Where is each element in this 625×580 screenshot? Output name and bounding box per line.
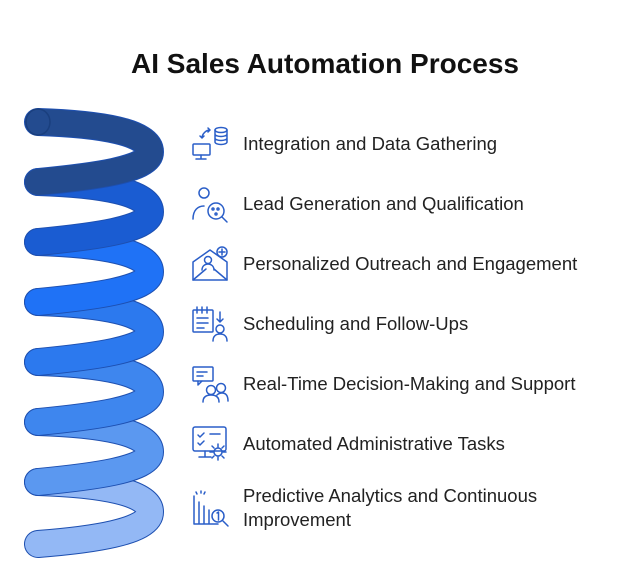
step-item: Real-Time Decision-Making and Support	[190, 364, 620, 404]
spiral-end-cap	[25, 108, 51, 136]
step-label: Automated Administrative Tasks	[243, 433, 505, 454]
step-item: Integration and Data Gathering	[190, 124, 620, 164]
data-integration-icon	[192, 126, 228, 160]
step-item: Predictive Analytics and Continuous Impr…	[190, 484, 620, 532]
step-label: Lead Generation and Qualification	[243, 193, 524, 214]
step-label: Personalized Outreach and Engagement	[243, 253, 578, 274]
calendar-followup-icon	[192, 306, 228, 342]
step-item: Automated Administrative Tasks	[190, 424, 620, 464]
step-label: Integration and Data Gathering	[243, 133, 498, 154]
chat-support-icon	[192, 366, 229, 403]
spiral-coil	[25, 109, 164, 195]
spiral-diagram	[24, 108, 165, 558]
step-item: Personalized Outreach and Engagement	[190, 244, 620, 284]
lead-search-icon	[192, 187, 228, 223]
step-label: Predictive Analytics and Continuous Impr…	[243, 485, 538, 530]
step-item: Lead Generation and Qualification	[190, 184, 620, 224]
email-outreach-icon	[192, 246, 228, 281]
step-label: Scheduling and Follow-Ups	[243, 313, 469, 334]
analytics-chart-icon	[193, 490, 229, 527]
page-title: AI Sales Automation Process	[131, 48, 519, 79]
step-label: Real-Time Decision-Making and Support	[243, 373, 576, 394]
step-item: Scheduling and Follow-Ups	[190, 304, 620, 344]
monitor-gear-icon	[192, 426, 227, 461]
